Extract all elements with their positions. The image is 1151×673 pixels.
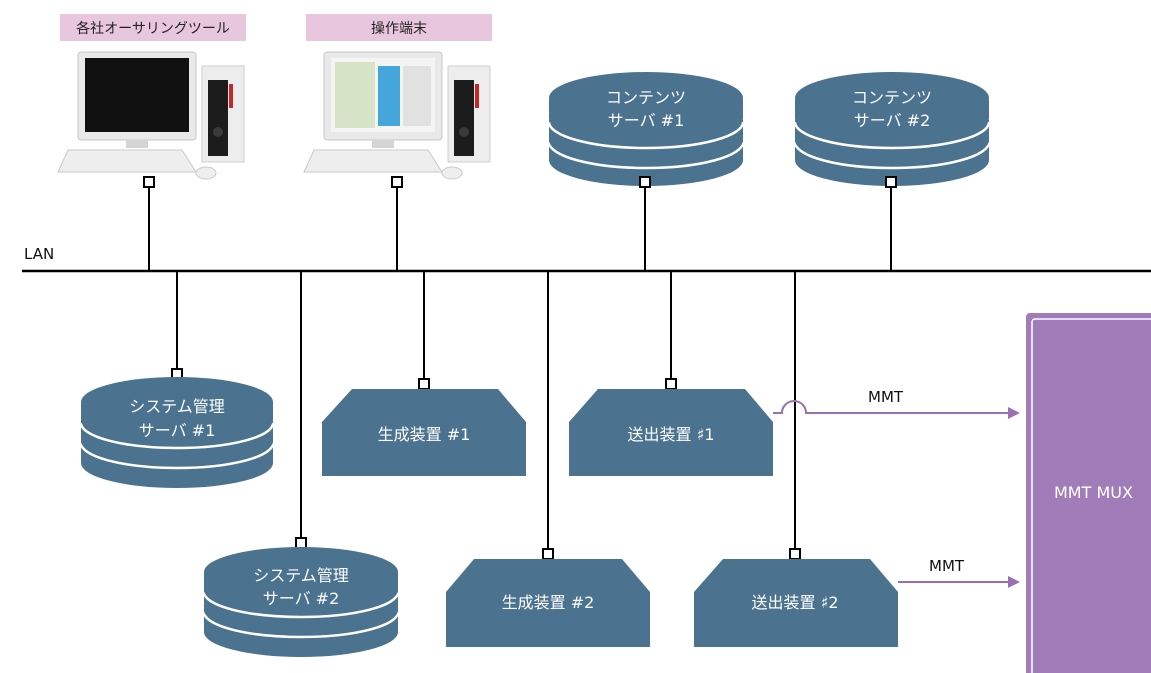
svg-text:サーバ #1: サーバ #1 (139, 421, 216, 440)
svg-text:MMT: MMT (929, 557, 965, 575)
svg-text:システム管理: システム管理 (129, 397, 225, 416)
svg-text:各社オーサリングツール: 各社オーサリングツール (76, 21, 230, 37)
generator-1: 生成装置 #1 (322, 389, 526, 476)
pc-tag-outsourcing: 各社オーサリングツール (60, 14, 246, 41)
lan-label: LAN (24, 245, 54, 263)
operation-pc-icon (303, 51, 491, 180)
system-server-1: システム管理 サーバ #1 (79, 377, 275, 488)
svg-text:操作端末: 操作端末 (371, 21, 427, 37)
svg-text:MMT MUX: MMT MUX (1054, 483, 1133, 502)
mmt-arrow-1: MMT (773, 388, 1020, 419)
mmt-arrow-2: MMT (898, 557, 1020, 588)
svg-text:サーバ #2: サーバ #2 (854, 111, 931, 130)
svg-text:MMT: MMT (868, 388, 904, 406)
pc-tag-operation: 操作端末 (306, 14, 492, 41)
svg-text:生成装置 #1: 生成装置 #1 (378, 425, 471, 444)
transmitter-1: 送出装置 ♯1 (569, 389, 773, 476)
generator-2: 生成装置 #2 (446, 559, 650, 647)
lan-drop-lines-top (143, 176, 897, 271)
svg-text:送出装置 ♯1: 送出装置 ♯1 (627, 425, 714, 444)
svg-text:サーバ #1: サーバ #1 (608, 111, 685, 130)
svg-text:コンテンツ: コンテンツ (852, 88, 932, 107)
system-server-2: システム管理 サーバ #2 (202, 547, 400, 657)
authoring-pc-icon (57, 51, 245, 180)
transmitter-2: 送出装置 ♯2 (694, 559, 898, 647)
svg-text:生成装置 #2: 生成装置 #2 (502, 593, 595, 612)
svg-text:システム管理: システム管理 (253, 566, 349, 585)
content-server-2: コンテンツ サーバ #2 (793, 72, 991, 186)
svg-text:コンテンツ: コンテンツ (606, 88, 686, 107)
svg-text:送出装置 ♯2: 送出装置 ♯2 (751, 593, 838, 612)
mmt-mux: MMT MUX (1026, 313, 1151, 673)
content-server-1: コンテンツ サーバ #1 (547, 72, 745, 186)
svg-text:サーバ #2: サーバ #2 (263, 589, 340, 608)
